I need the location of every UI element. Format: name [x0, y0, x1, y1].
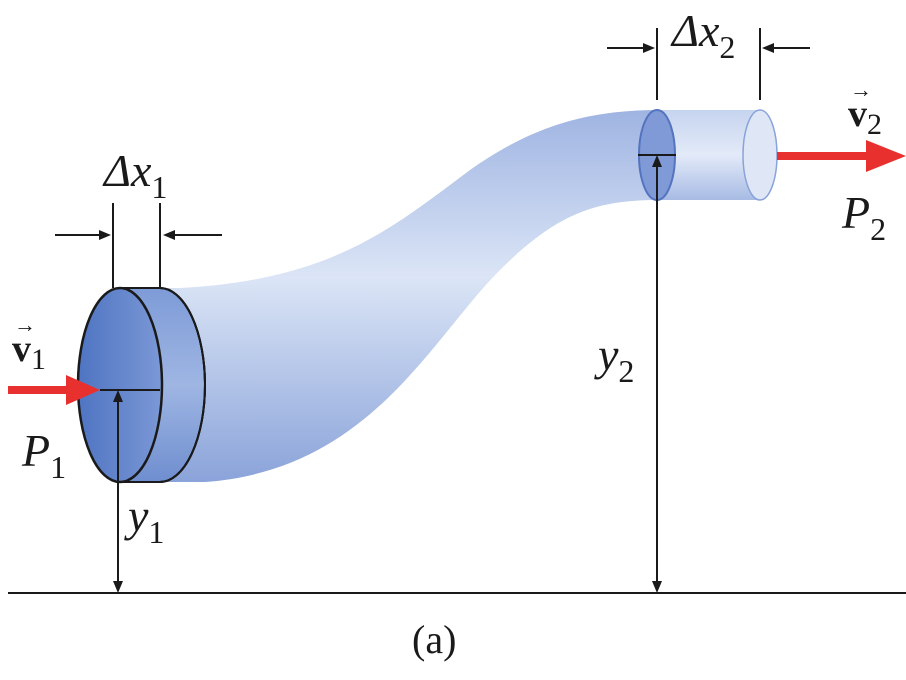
p2-symbol: P	[842, 187, 871, 238]
dx1-label: Δx1	[104, 145, 167, 204]
figure-caption: (a)	[412, 617, 457, 662]
v2-vector-symbol: →v	[848, 77, 872, 135]
dx1-symbol: Δx	[104, 145, 152, 196]
y2-subscript: 2	[618, 353, 635, 389]
dx2-label: Δx2	[672, 5, 735, 64]
outlet-end-ellipse	[742, 109, 778, 201]
y1-subscript: 1	[148, 514, 165, 550]
p1-symbol: P	[22, 425, 51, 476]
vector-arrow-icon: →	[850, 77, 872, 102]
v2-label: →v2	[848, 77, 882, 140]
v2-velocity-arrow	[777, 140, 906, 172]
p2-label: P2	[842, 187, 886, 246]
y2-symbol: y	[598, 329, 619, 380]
y2-label: y2	[598, 329, 634, 388]
inlet-back-arc	[159, 287, 206, 483]
dx2-dimension	[607, 28, 810, 100]
dx1-dimension	[55, 203, 222, 288]
p1-label: P1	[22, 425, 66, 484]
v1-label: →v1	[12, 312, 46, 375]
dx2-subscript: 2	[719, 29, 736, 65]
p2-subscript: 2	[870, 211, 887, 247]
y1-label: y1	[128, 490, 164, 549]
dx1-subscript: 1	[151, 169, 168, 205]
pipe-body	[128, 110, 760, 482]
v2-subscript: 2	[867, 108, 882, 141]
y2-height-arrow	[652, 155, 662, 593]
v1-vector-symbol: →v	[12, 312, 36, 370]
inlet-face	[76, 286, 164, 484]
p1-subscript: 1	[50, 449, 67, 485]
y1-height-arrow	[113, 390, 123, 593]
dx2-symbol: Δx	[672, 5, 720, 56]
vector-arrow-icon: →	[14, 312, 36, 337]
y1-symbol: y	[128, 490, 149, 541]
v1-subscript: 1	[31, 343, 46, 376]
v1-velocity-arrow	[8, 375, 100, 405]
